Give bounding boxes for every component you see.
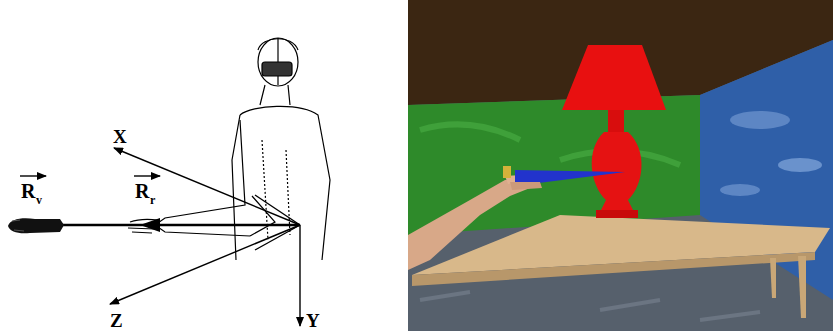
vector-symbol: R <box>135 181 149 201</box>
vector-arrows <box>20 175 160 176</box>
vector-symbol: R <box>21 181 35 201</box>
axes <box>110 148 300 326</box>
vector-subscript: v <box>36 194 42 206</box>
axis-label: Z <box>110 311 123 330</box>
axis-label: Y <box>306 311 320 330</box>
pointing-ray <box>8 218 300 233</box>
vector-subscript: r <box>150 194 155 206</box>
virtual-scene <box>408 0 833 331</box>
axis-label: X <box>113 127 127 146</box>
person-figure <box>128 38 330 260</box>
